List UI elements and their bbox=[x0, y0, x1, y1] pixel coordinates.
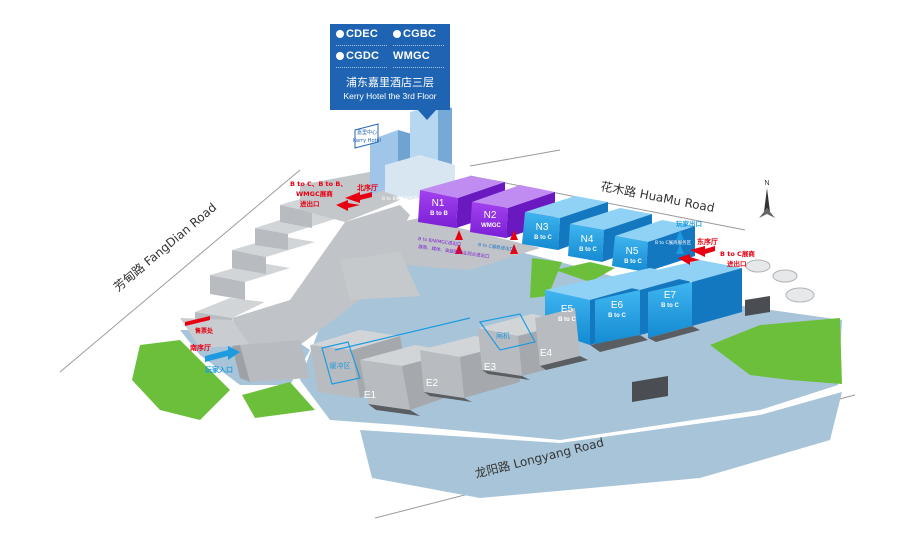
logo-wmgc: WMGC bbox=[393, 50, 444, 70]
logo-text: CGBC bbox=[403, 28, 437, 40]
logo-cgdc: CGDC bbox=[336, 50, 387, 70]
north-lobby-label: 北序厅 bbox=[357, 183, 378, 192]
east-exhibitor-line1: B to C展商 bbox=[720, 249, 755, 258]
south-lobby-label: 南序厅 bbox=[190, 343, 211, 352]
logo-cdec: CDEC bbox=[336, 28, 387, 48]
hall-e6: E6 bbox=[611, 300, 624, 311]
hall-e5: E5 bbox=[561, 304, 574, 315]
north-halls-btoc bbox=[522, 196, 695, 272]
service-ne-label: B to C展商服务区 bbox=[655, 239, 692, 246]
hall-e2: E2 bbox=[426, 378, 439, 389]
hall-n4-type: B to C bbox=[579, 247, 597, 253]
north-compass-icon: N bbox=[759, 180, 775, 218]
hall-e1: E1 bbox=[364, 390, 377, 401]
hall-n3-type: B to C bbox=[534, 235, 552, 241]
hall-n1-type: B to B bbox=[430, 211, 448, 217]
north-entrance-line2: WMGC展商 bbox=[296, 189, 333, 198]
north-entrance-line1: B to C、B to B、 bbox=[290, 180, 347, 188]
hall-n4: N4 bbox=[581, 234, 594, 245]
hotel-name-cn: 浦东嘉里酒店三层 bbox=[346, 76, 434, 89]
east-lobby-label: 东序厅 bbox=[697, 237, 718, 246]
logo-dot-icon bbox=[336, 30, 344, 38]
hall-n5: N5 bbox=[626, 246, 639, 257]
hall-e5-type: B to C bbox=[558, 317, 576, 323]
hotel-name-en: Kerry Hotel the 3rd Floor bbox=[343, 91, 437, 101]
player-entrance-label: 玩家入口 bbox=[205, 365, 233, 374]
logo-grid: CDEC CGBC CGDC WMGC bbox=[336, 28, 444, 70]
zone-labels: 缓冲区 闸机 bbox=[330, 331, 511, 370]
hall-e3: E3 bbox=[484, 362, 497, 373]
kerry-sign: 嘉里中心 Kerry Hotel bbox=[353, 129, 381, 144]
north-spine bbox=[340, 218, 540, 300]
north-entrance-line3: 进出口 bbox=[300, 199, 320, 208]
logo-dot-icon bbox=[393, 30, 401, 38]
blue-labels: 玩家入口 玩家出口 bbox=[205, 219, 702, 374]
compass-letter: N bbox=[764, 180, 769, 187]
hall-e7-type: B to C bbox=[661, 303, 679, 309]
hall-n3: N3 bbox=[536, 222, 549, 233]
hall-labels: N1 B to B N2 WMGC N3 B to C N4 B to C N5… bbox=[364, 198, 680, 401]
hall-e4: E4 bbox=[540, 348, 553, 359]
kerry-hotel-banner: CDEC CGBC CGDC WMGC 浦东嘉里酒店三层 Kerry Hotel… bbox=[330, 24, 450, 120]
hall-e7: E7 bbox=[664, 290, 677, 301]
hall-n2: N2 bbox=[484, 210, 497, 221]
hall-n1: N1 bbox=[432, 198, 445, 209]
ticket-office-label: 售票处 bbox=[195, 327, 214, 335]
logo-cgbc: CGBC bbox=[393, 28, 444, 48]
hall-n5-type: B to C bbox=[624, 259, 642, 265]
buffer-gate-outlines bbox=[321, 313, 536, 385]
south-halls bbox=[310, 308, 588, 416]
road-fangdian: 芳甸路 FangDian Road bbox=[110, 199, 219, 294]
east-exhibitor-line2: 进出口 bbox=[727, 259, 747, 268]
logo-subline bbox=[336, 40, 387, 46]
logo-subline bbox=[393, 62, 444, 68]
kerry-sign-cn: 嘉里中心 bbox=[357, 129, 377, 136]
kerry-sign-en: Kerry Hotel bbox=[353, 138, 381, 144]
logo-subline bbox=[393, 40, 444, 46]
green-areas bbox=[132, 258, 842, 420]
hall-n2-type: WMGC bbox=[481, 223, 501, 229]
east-structures bbox=[632, 259, 815, 402]
service-nw-label: B to B展商服务区 bbox=[382, 195, 419, 202]
hall-e6-type: B to C bbox=[608, 313, 626, 319]
logo-subline bbox=[336, 62, 387, 68]
logo-text: WMGC bbox=[393, 50, 430, 62]
entrance-arrows bbox=[185, 192, 715, 326]
player-exit-label: 玩家出口 bbox=[676, 219, 702, 228]
buffer-zone-label: 缓冲区 bbox=[330, 361, 351, 370]
red-labels: B to C、B to B、 WMGC展商 进出口 北序厅 东序厅 B to C… bbox=[190, 180, 755, 352]
n-gap-line3: B to C展商进出口 bbox=[478, 241, 515, 253]
logo-text: CGDC bbox=[346, 50, 380, 62]
logo-text: CDEC bbox=[346, 28, 378, 40]
player-arrows bbox=[205, 230, 684, 362]
gate-label: 闸机 bbox=[496, 331, 510, 340]
logo-dot-icon bbox=[336, 52, 344, 60]
